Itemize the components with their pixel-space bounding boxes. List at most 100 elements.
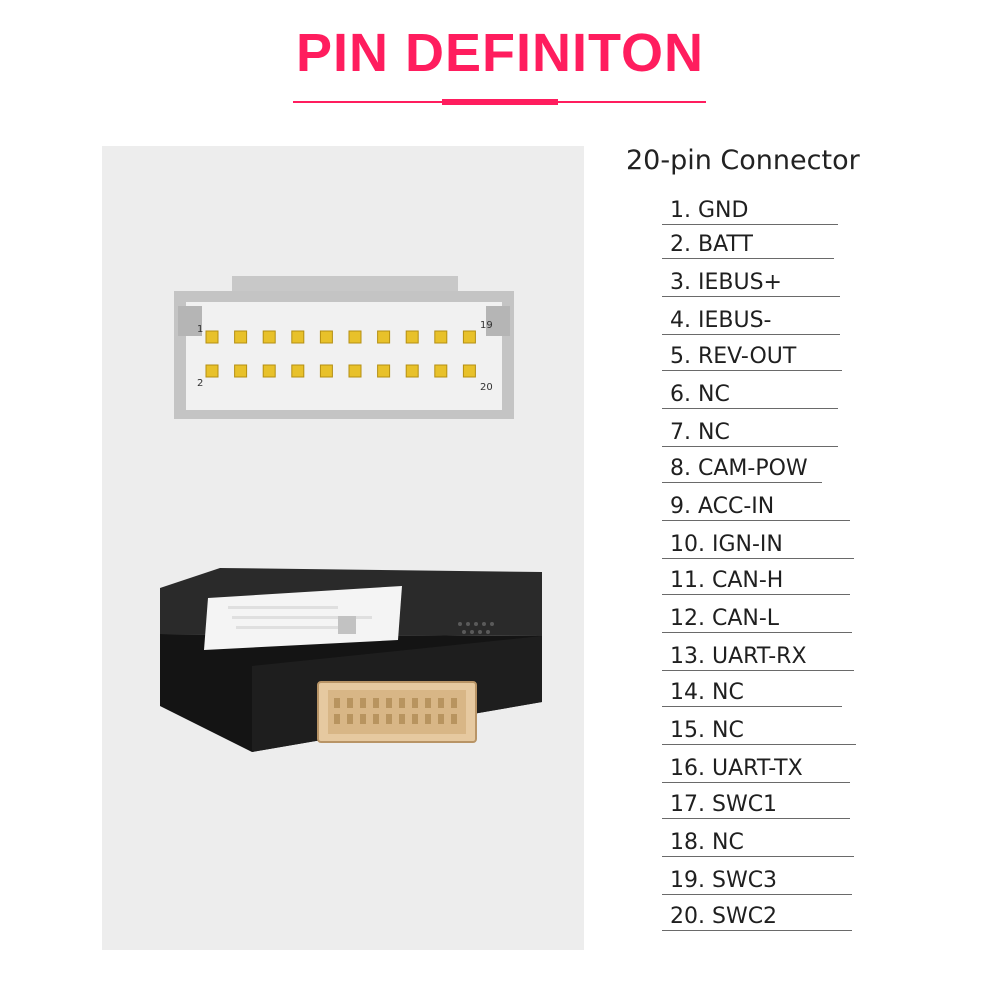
pin-definition-text: 18. NC	[670, 830, 744, 855]
header-pin	[425, 714, 431, 724]
pin-definition-text: 19. SWC3	[670, 868, 778, 893]
pin-list-item: 16. UART-TX	[662, 750, 850, 783]
connector-pin	[434, 330, 448, 344]
product-photo-panel: 1 19 2 20	[102, 146, 584, 950]
pin-list-item: 8. CAM-POW	[662, 450, 822, 483]
device-illustration	[160, 568, 542, 752]
connector-pin	[348, 330, 362, 344]
pin-list-item: 1. GND	[662, 192, 838, 225]
connector-cavity	[186, 302, 502, 410]
header-pin	[334, 698, 340, 708]
connector-pin	[462, 330, 476, 344]
connector-pin	[205, 364, 219, 378]
pin-header-inner	[328, 690, 466, 734]
pin-list-item: 15. NC	[662, 712, 856, 745]
connector-pin	[234, 364, 248, 378]
pin-list-item: 12. CAN-L	[662, 600, 852, 633]
pin-definition-text: 7. NC	[670, 420, 730, 445]
pin-row-bottom	[205, 364, 476, 378]
pin-list-item: 3. IEBUS+	[662, 264, 840, 297]
pin-definition-text: 17. SWC1	[670, 792, 778, 817]
pin-list-item: 4. IEBUS-	[662, 302, 840, 335]
page-title: PIN DEFINITON	[295, 23, 705, 83]
pin-definition-text: 5. REV-OUT	[670, 344, 797, 369]
header-pin	[399, 698, 405, 708]
pin-label-20: 20	[480, 382, 493, 393]
pin-definition-text: 8. CAM-POW	[670, 456, 808, 481]
header-pin	[373, 714, 379, 724]
connector-pin	[319, 330, 333, 344]
product-illustration: 1 19 2 20	[160, 276, 542, 752]
header-pin	[360, 714, 366, 724]
connector-pin	[291, 330, 305, 344]
connector-pin	[434, 364, 448, 378]
pin-definition-text: 13. UART-RX	[670, 644, 807, 669]
pin-label-1: 1	[197, 324, 203, 335]
pin-list-item: 10. IGN-IN	[662, 526, 854, 559]
pin-list-item: 7. NC	[662, 414, 838, 447]
pin-definition-text: 20. SWC2	[670, 904, 778, 929]
pin-list-item: 19. SWC3	[662, 862, 852, 895]
header-pin	[334, 714, 340, 724]
connector-pin	[377, 330, 391, 344]
connector-pin	[405, 330, 419, 344]
header-pin	[412, 714, 418, 724]
pin-definition-text: 10. IGN-IN	[670, 532, 783, 557]
pin-definition-text: 1. GND	[670, 198, 749, 223]
pin-definition-text: 14. NC	[670, 680, 744, 705]
connector-pin	[262, 330, 276, 344]
connector-pin	[234, 330, 248, 344]
pin-definition-text: 15. NC	[670, 718, 744, 743]
header-pin	[451, 714, 457, 724]
pin-definition-text: 6. NC	[670, 382, 730, 407]
header-pin	[438, 714, 444, 724]
pin-list-item: 9. ACC-IN	[662, 488, 850, 521]
header-pin	[451, 698, 457, 708]
pin-definition-text: 4. IEBUS-	[670, 308, 772, 333]
header-pin	[360, 698, 366, 708]
connector-pin	[205, 330, 219, 344]
header-pin	[425, 698, 431, 708]
connector-pin	[405, 364, 419, 378]
vent-holes	[458, 622, 494, 634]
pin-list-item: 2. BATT	[662, 226, 834, 259]
pin-list-item: 14. NC	[662, 674, 842, 707]
pin-definition-text: 12. CAN-L	[670, 606, 780, 631]
pin-list-item: 5. REV-OUT	[662, 338, 842, 371]
header-pin	[386, 698, 392, 708]
pin-definition-text: 16. UART-TX	[670, 756, 803, 781]
header-pin	[399, 714, 405, 724]
header-pin	[386, 714, 392, 724]
pin-list-item: 6. NC	[662, 376, 838, 409]
connector-diagram: 1 19 2 20	[174, 276, 514, 419]
pin-definition-text: 3. IEBUS+	[670, 270, 782, 295]
sticker-print	[228, 606, 372, 634]
pin-definition-text: 9. ACC-IN	[670, 494, 775, 519]
connector-pin	[348, 364, 362, 378]
pin-list-item: 17. SWC1	[662, 786, 850, 819]
pin-list-item: 13. UART-RX	[662, 638, 854, 671]
header-pins	[334, 698, 457, 724]
connector-pin	[291, 364, 305, 378]
connector-pin	[377, 364, 391, 378]
pin-list-item: 20. SWC2	[662, 898, 852, 931]
pin-definition-text: 11. CAN-H	[670, 568, 784, 593]
header-pin	[412, 698, 418, 708]
pin-label-2: 2	[197, 378, 203, 389]
header-pin	[347, 714, 353, 724]
pin-list-title: 20-pin Connector	[626, 145, 860, 176]
header-pin	[438, 698, 444, 708]
title-divider-accent	[442, 99, 558, 105]
pin-list-item: 18. NC	[662, 824, 854, 857]
header-pin	[373, 698, 379, 708]
pin-definition-text: 2. BATT	[670, 232, 753, 257]
connector-pin	[319, 364, 333, 378]
connector-key-right	[486, 306, 510, 336]
connector-pin	[262, 364, 276, 378]
connector-pin	[462, 364, 476, 378]
header-pin	[347, 698, 353, 708]
pin-list-item: 11. CAN-H	[662, 562, 850, 595]
pin-row-top	[205, 330, 476, 344]
connector-key-left	[178, 306, 202, 336]
pin-label-19: 19	[480, 320, 493, 331]
